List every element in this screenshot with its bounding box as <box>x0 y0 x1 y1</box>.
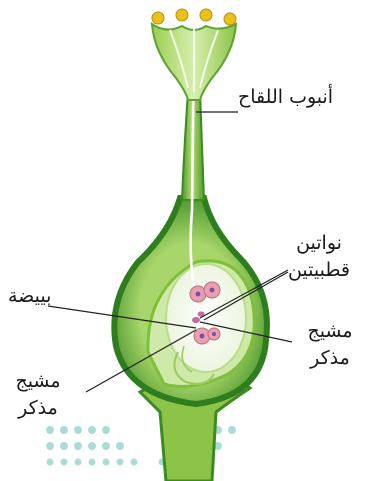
label-male-gamete-right: مشيج مذكر <box>300 318 360 372</box>
pollen-grains <box>152 9 236 25</box>
label-male-gamete-left: مشيج مذكر <box>8 368 68 422</box>
label-egg-cell: بييضة <box>8 283 51 310</box>
embryo-sac <box>166 264 246 372</box>
label-pollen-tube: أنبوب اللقاح <box>238 84 333 111</box>
label-polar-nuclei: نواتين قطبيتين <box>284 230 354 284</box>
